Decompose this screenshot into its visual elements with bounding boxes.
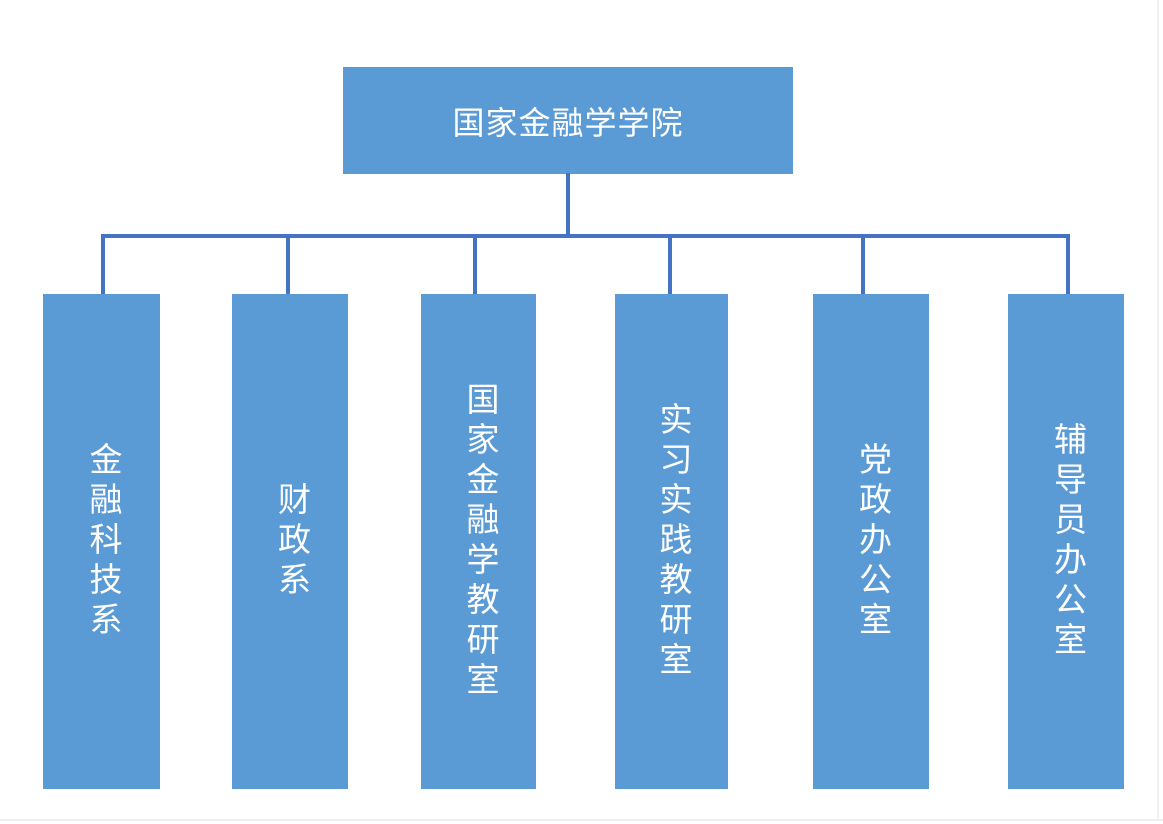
org-node-child-3-label: 国家金融学教研室 — [461, 381, 497, 702]
org-node-child-1-label: 金融科技系 — [84, 441, 120, 642]
org-node-child-6-label: 辅导员办公室 — [1048, 421, 1085, 662]
org-node-child-5-label: 党政办公室 — [853, 441, 890, 642]
page-edge-bottom — [0, 819, 1163, 821]
org-node-root: 国家金融学学院 — [343, 67, 793, 174]
org-node-child-6: 辅导员办公室 — [1008, 294, 1124, 789]
org-node-child-4: 实习实践教研室 — [615, 294, 728, 789]
org-node-root-label: 国家金融学学院 — [452, 104, 684, 141]
org-node-child-1: 金融科技系 — [43, 294, 160, 789]
org-node-child-2: 财政系 — [232, 294, 348, 789]
connector-drop-5 — [861, 236, 865, 295]
connector-drop-2 — [286, 236, 290, 295]
org-node-child-4-label: 实习实践教研室 — [654, 401, 690, 682]
org-node-child-3: 国家金融学教研室 — [421, 294, 536, 789]
connector-drop-6 — [1066, 236, 1070, 295]
connector-drop-1 — [101, 236, 105, 295]
org-node-child-5: 党政办公室 — [813, 294, 929, 789]
connector-stem — [566, 173, 570, 236]
connector-bus — [101, 234, 1070, 238]
connector-drop-3 — [473, 236, 477, 295]
page-edge-right — [1157, 0, 1159, 821]
connector-drop-4 — [668, 236, 672, 295]
org-node-child-2-label: 财政系 — [272, 481, 309, 602]
